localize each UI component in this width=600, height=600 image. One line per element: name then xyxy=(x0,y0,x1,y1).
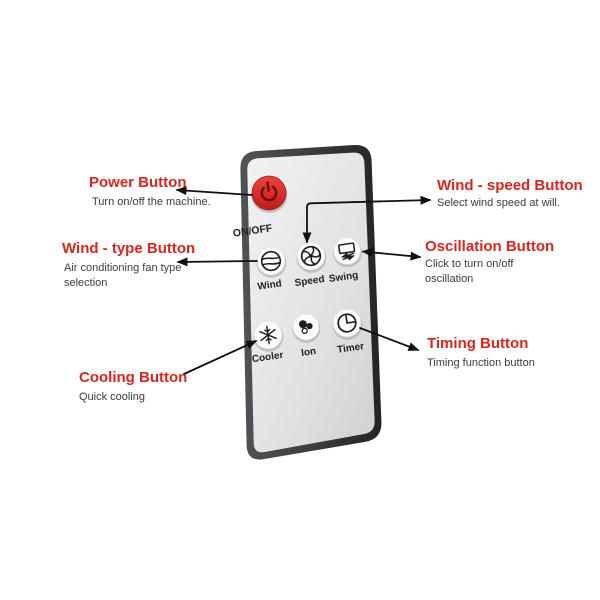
cooling-callout-title: Cooling Button xyxy=(79,369,188,386)
onoff-keycap xyxy=(251,175,287,211)
clock-icon xyxy=(337,313,357,333)
snowflake-icon xyxy=(259,325,277,345)
wind-key-label: Wind xyxy=(257,278,283,292)
wind-type-callout: Wind - type Button Air conditioning fan … xyxy=(62,240,195,291)
wind-type-callout-desc: Air conditioning fan type selection xyxy=(62,261,195,291)
fan-speed-icon xyxy=(300,245,322,267)
wind-key xyxy=(256,246,287,278)
wind-speed-callout-title: Wind - speed Button xyxy=(437,177,583,194)
oscillation-callout-title: Oscillation Button xyxy=(425,238,555,255)
ion-key-label: Ion xyxy=(300,346,316,359)
timing-callout-desc: Timing function button xyxy=(427,357,535,369)
wind-type-desc-line1: Air conditioning fan type xyxy=(64,262,182,274)
swing-key xyxy=(332,237,362,268)
oscillation-desc-line2: oscillation xyxy=(425,272,474,285)
speed-key-label: Speed xyxy=(294,274,325,289)
oscillation-desc-line1: Click to turn on/off xyxy=(425,258,514,270)
cooling-callout-arrow xyxy=(183,340,258,375)
timing-callout: Timing Button Timing function button xyxy=(427,335,535,371)
speed-key xyxy=(296,241,327,273)
power-callout-title: Power Button xyxy=(89,174,187,191)
timing-callout-arrow xyxy=(359,327,420,351)
onoff-key-label: ON/OFF xyxy=(232,222,274,239)
ion-key xyxy=(292,313,321,343)
wind-speed-callout-desc: Select wind speed at will. xyxy=(437,197,560,209)
wind-type-callout-arrow xyxy=(176,257,258,267)
onoff-key xyxy=(251,175,288,213)
power-callout: Power Button Turn on/off the machine. xyxy=(89,174,211,210)
swing-keycap xyxy=(333,237,361,265)
timer-key-label: Timer xyxy=(336,341,364,356)
oscillation-callout-desc: Click to turn on/off oscillation xyxy=(425,257,554,287)
swing-key-label: Swing xyxy=(328,270,359,285)
wind-speed-callout: Wind - speed Button Select wind speed at… xyxy=(437,177,583,211)
oscillation-callout: Oscillation Button Click to turn on/off … xyxy=(425,238,554,287)
timer-key xyxy=(332,308,363,340)
power-callout-arrow xyxy=(175,186,253,196)
power-icon xyxy=(260,181,278,202)
wind-speed-callout-arrow xyxy=(302,195,432,244)
cooling-callout-desc: Quick cooling xyxy=(79,391,146,403)
wind-type-callout-title: Wind - type Button xyxy=(62,240,196,257)
ion-keycap xyxy=(292,313,320,341)
fan-type-icon xyxy=(260,250,282,272)
ion-icon xyxy=(298,320,313,334)
oscillation-icon xyxy=(338,242,356,261)
timing-callout-title: Timing Button xyxy=(427,335,529,352)
cooling-callout: Cooling Button Quick cooling xyxy=(79,369,187,405)
wind-type-desc-line2: selection xyxy=(64,276,108,289)
cooler-key xyxy=(253,320,284,352)
power-callout-desc: Turn on/off the machine. xyxy=(92,196,211,208)
oscillation-callout-arrow xyxy=(361,247,422,261)
cooler-key-label: Cooler xyxy=(251,350,284,365)
